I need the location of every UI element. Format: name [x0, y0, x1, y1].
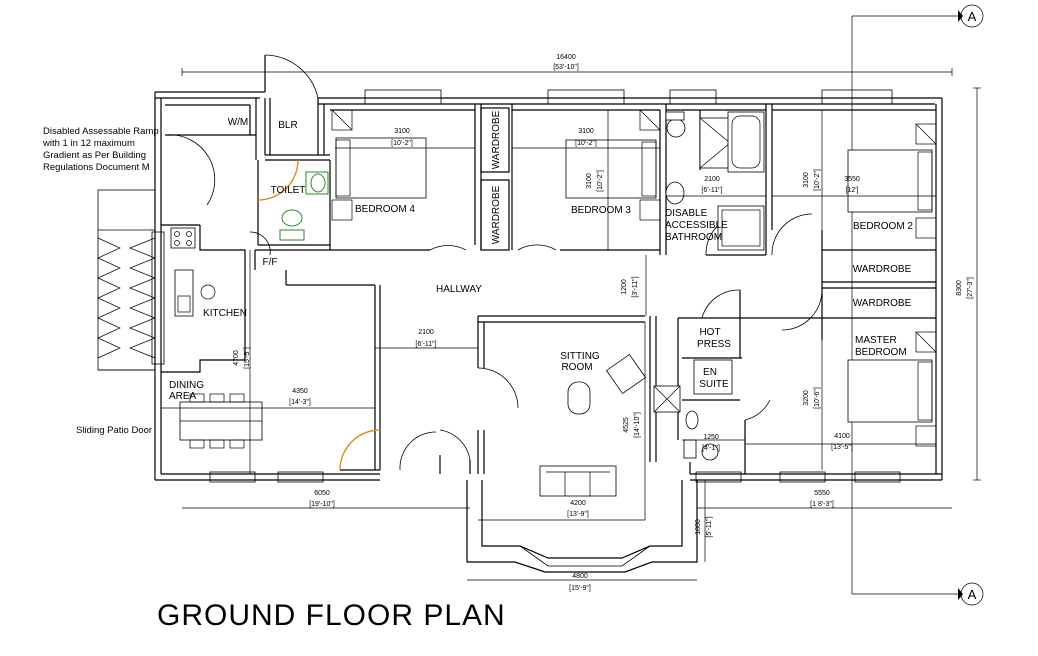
dim-bed2-width-mm: 3550: [844, 176, 860, 183]
room-label-bathroom-1: DISABLE: [665, 208, 708, 219]
dimension-lines: [161, 68, 981, 581]
room-label-dining-2: AREA: [169, 391, 197, 402]
room-label-master-1: MASTER: [855, 335, 897, 346]
room-label-bathroom-3: BATHROOM: [665, 232, 722, 243]
ramp-note-line-1: Disabled Assessable Ramp: [43, 126, 159, 137]
dim-master-depth-mm: 3200: [803, 390, 810, 406]
doors: [164, 54, 823, 471]
dim-dining-width-ft: [14'-3"]: [289, 399, 311, 406]
dim-bed4-width-mm: 3100: [394, 128, 410, 135]
room-label-bedroom4: BEDROOM 4: [355, 204, 415, 215]
room-label-ensuite-1: EN: [703, 367, 717, 378]
room-label-wardrobe-b: WARDROBE: [491, 185, 502, 244]
dim-bath-width-ft: [6'-11"]: [701, 187, 722, 194]
dim-bed3-width-mm: 3100: [578, 128, 594, 135]
dim-hall-width-ft: [6'-11"]: [415, 341, 436, 348]
dim-kitchen-depth-mm: 4700: [233, 350, 240, 366]
dim-master-width-mm: 4100: [834, 433, 850, 440]
dim-hall-depth-ft: [3'-11"]: [632, 276, 639, 297]
room-label-toilet: TOILET: [271, 185, 306, 196]
patio-door-note: Sliding Patio Door: [76, 425, 152, 436]
section-line: A A: [851, 4, 984, 606]
dimension-labels: 16400 [53'-10"] 6050 [19'-10"] 5550 [1 8…: [233, 54, 974, 592]
room-label-wardrobe-c: WARDROBE: [853, 264, 912, 275]
dim-sitting-width-ft: [13'-9"]: [567, 511, 589, 518]
dim-bed2-width-ft: [12']: [845, 187, 858, 194]
room-label-sitting-1: SITTING: [560, 351, 600, 362]
room-label-sitting-2: ROOM: [561, 362, 592, 373]
dim-bay-width-ft: [15'-9"]: [569, 585, 591, 592]
section-marker-bottom: A: [968, 587, 977, 602]
room-label-ff: F/F: [263, 257, 278, 268]
dim-bay-depth-mm: 1800: [695, 519, 702, 535]
dim-hall-width-mm: 2100: [418, 329, 434, 336]
ramp-note-line-3: Gradient as Per Building: [43, 150, 146, 161]
room-labels: W/M BLR TOILET F/F KITCHEN DINING AREA B…: [169, 110, 913, 402]
dim-overall-depth-ft: [27'-3"]: [967, 277, 974, 299]
dim-bed3-depth-mm: 3100: [586, 173, 593, 189]
room-label-bedroom3: BEDROOM 3: [571, 205, 631, 216]
dim-bed4-width-ft: [10'-2"]: [391, 140, 413, 147]
room-label-hallway: HALLWAY: [436, 284, 482, 295]
dim-hall-depth-mm: 1200: [621, 279, 628, 295]
ramp-note-line-4: Regulations Document M: [43, 162, 150, 173]
dim-left-width-ft: [19'-10"]: [309, 501, 335, 508]
dim-master-depth-ft: [10'-6"]: [814, 387, 821, 409]
room-label-bedroom2: BEDROOM 2: [853, 221, 913, 232]
dim-overall-width-mm: 16400: [556, 54, 576, 61]
room-label-hotpress-2: PRESS: [697, 339, 731, 350]
dim-master-width-ft: [13'-5"]: [831, 444, 853, 451]
room-label-kitchen: KITCHEN: [203, 308, 247, 319]
dim-bed3-depth-ft: [10'-2"]: [597, 170, 604, 192]
room-label-hotpress-1: HOT: [699, 327, 720, 338]
room-label-blr: BLR: [278, 120, 297, 131]
dim-bed2-depth-ft: [10'-2"]: [814, 169, 821, 191]
access-ramp: [97, 189, 156, 371]
dim-bay-width-mm: 4800: [572, 573, 588, 580]
drawing-title: GROUND FLOOR PLAN: [157, 599, 506, 632]
dim-left-width-mm: 6050: [314, 490, 330, 497]
room-label-wardrobe-d: WARDROBE: [853, 298, 912, 309]
room-label-wardrobe-a: WARDROBE: [491, 110, 502, 169]
dim-sitting-depth-mm: 4525: [623, 417, 630, 433]
outer-walls: [151, 89, 943, 573]
dim-dining-width-mm: 4350: [292, 388, 308, 395]
dim-ensuite-width-ft: [4'-1"]: [702, 445, 720, 452]
dim-bath-width-mm: 2100: [704, 176, 720, 183]
dim-kitchen-depth-ft: [15'-5"]: [244, 347, 251, 369]
section-marker-top: A: [968, 9, 977, 24]
dim-sitting-depth-ft: [14'-10"]: [634, 412, 641, 438]
room-label-ensuite-2: SUITE: [699, 379, 729, 390]
annotation-notes: Disabled Assessable Ramp with 1 in 12 ma…: [42, 126, 159, 436]
room-label-wm: W/M: [228, 117, 249, 128]
dim-right-width-ft: [1 8'-3"]: [810, 501, 834, 508]
dim-bay-depth-ft: [5'-11"]: [706, 516, 713, 537]
dim-bed2-depth-mm: 3100: [803, 172, 810, 188]
dim-right-width-mm: 5550: [814, 490, 830, 497]
dim-sitting-width-mm: 4200: [570, 500, 586, 507]
ramp-note-line-2: with 1 in 12 maximum: [42, 138, 135, 149]
room-label-bathroom-2: ACCESSIBLE: [665, 220, 728, 231]
room-label-master-2: BEDROOM: [855, 347, 907, 358]
room-label-dining-1: DINING: [169, 380, 204, 391]
dim-overall-depth-mm: 8300: [956, 280, 963, 296]
fixtures: [170, 109, 937, 497]
dim-bed3-width-ft: [10'-2"]: [575, 140, 597, 147]
dim-overall-width-ft: [53'-10"]: [553, 64, 579, 71]
dim-ensuite-width-mm: 1250: [703, 434, 719, 441]
